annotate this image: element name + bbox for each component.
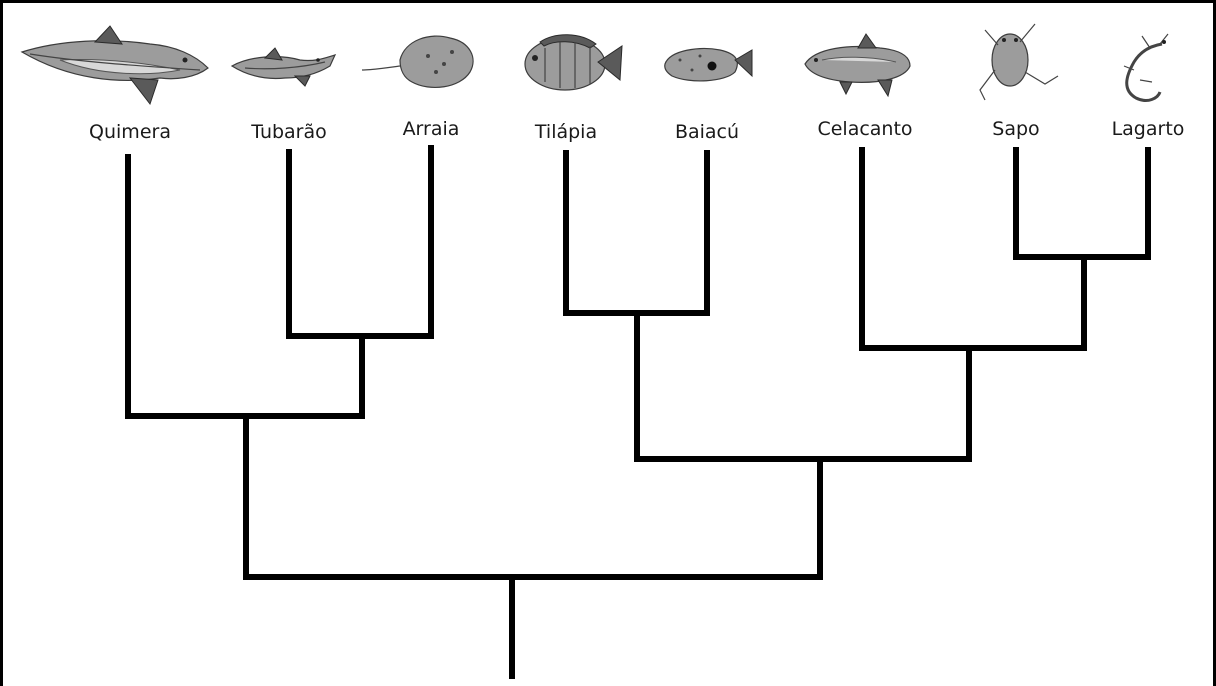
taxon-label-tubarao: Tubarão (250, 121, 327, 143)
branch-tilapia-baiacu (566, 153, 707, 313)
taxon-label-celacanto: Celacanto (817, 118, 912, 140)
taxon-label-lagarto: Lagarto (1112, 118, 1185, 140)
branch-quimera-sharkray (128, 157, 362, 416)
pufferfish-icon (665, 49, 752, 81)
taxon-label-tilapia: Tilápia (534, 121, 597, 143)
branch-osteichthyes (637, 313, 969, 459)
ray-icon (362, 36, 473, 87)
shark-icon (232, 48, 335, 86)
branch-sapo-lagarto (1016, 150, 1148, 257)
branch-root-join (246, 416, 820, 577)
branch-tubarao-arraia (289, 148, 431, 336)
taxon-label-quimera: Quimera (89, 121, 171, 143)
tilapia-icon (525, 35, 622, 90)
frog-icon (980, 24, 1058, 100)
branch-celacanto-tetrapods (862, 150, 1084, 348)
lizard-icon (1124, 34, 1168, 100)
taxon-label-sapo: Sapo (992, 118, 1039, 140)
coelacanth-icon (805, 34, 910, 96)
taxon-label-arraia: Arraia (403, 118, 460, 140)
chimaera-icon (22, 26, 208, 104)
taxon-label-baiacu: Baiacú (675, 121, 739, 143)
